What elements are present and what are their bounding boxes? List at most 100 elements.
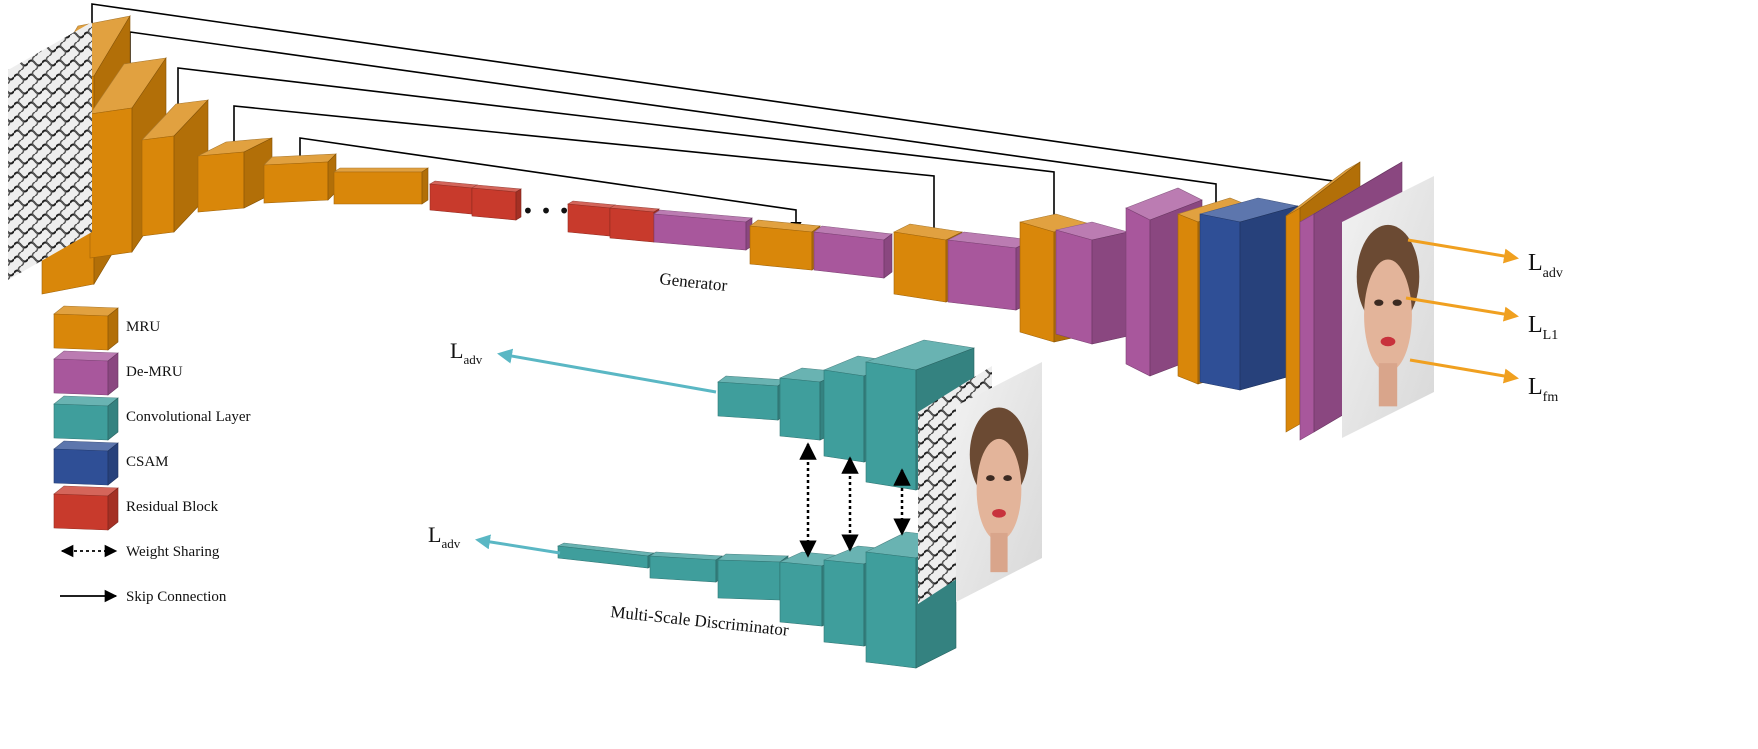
conv-layer-block-front <box>717 381 779 421</box>
ellipsis: • • • <box>522 199 570 223</box>
skip-connection-line <box>299 137 802 234</box>
discriminator-label: Multi-Scale Discriminator <box>610 602 790 640</box>
conv-layer-block-front <box>865 551 917 669</box>
output-face-image <box>1342 176 1434 438</box>
generator-loss-arrows <box>1405 238 1519 384</box>
mru-block-front <box>893 231 947 303</box>
legend-csam-swatch <box>53 440 119 486</box>
generator-label: Generator <box>659 269 729 295</box>
mru-block <box>333 167 429 205</box>
residual-block <box>471 184 522 221</box>
de-mru-block-front <box>1055 229 1093 345</box>
legend-demru-label: De-MRU <box>126 364 183 380</box>
legend-mru-swatch <box>53 305 119 351</box>
mru-block-front <box>141 135 175 237</box>
mru-block-front <box>1285 207 1301 433</box>
de-mru-block-side <box>883 233 893 279</box>
conv-layer-block <box>556 542 656 569</box>
loss-label-l1: LL1 <box>1528 312 1558 343</box>
disc-bottom-loss-label: Ladv <box>428 522 461 551</box>
conv-layer-block-front <box>865 361 917 491</box>
disc-top-loss-arrow <box>497 348 717 394</box>
mru-block-front <box>749 225 813 271</box>
mru-block <box>89 57 167 259</box>
conv-layer-block <box>717 553 789 601</box>
legend-csam-swatch-front <box>53 448 109 486</box>
de-mru-block <box>653 209 753 251</box>
residual-block-side <box>515 188 522 221</box>
residual-block-front <box>429 183 473 215</box>
skip-connection-line <box>233 105 940 242</box>
skip-connection-line <box>177 67 1060 238</box>
de-mru-block <box>1055 221 1129 345</box>
mru-block <box>197 137 273 213</box>
legend-mru-swatch-side <box>107 307 119 351</box>
mru-block <box>141 99 209 237</box>
mru-block-side <box>421 167 429 205</box>
legend-mru-swatch-front <box>53 313 109 351</box>
legend-residual-swatch <box>53 485 119 531</box>
loss-label-fm: Lfm <box>1528 374 1558 405</box>
mru-block <box>263 153 337 204</box>
mru-block-front <box>89 107 133 259</box>
conv-layer-block-front <box>779 377 821 441</box>
legend-demru-swatch-side <box>107 352 119 396</box>
residual-block-front <box>471 187 517 221</box>
legend-weight-sharing-label: Weight Sharing <box>126 544 220 560</box>
legend-residual-label: Residual Block <box>126 499 219 515</box>
residual-block <box>567 200 616 237</box>
de-mru-block-front <box>1125 207 1151 377</box>
csam-block <box>1199 197 1299 391</box>
legend-conv-swatch-front <box>53 403 109 441</box>
disc-bottom-loss-arrow <box>475 534 561 555</box>
legend-conv-label: Convolutional Layer <box>126 409 251 425</box>
disc-top-loss-label: Ladv <box>450 338 483 367</box>
residual-block <box>429 180 478 215</box>
mru-block-front <box>263 161 329 204</box>
conv-layer-block-front <box>823 559 865 647</box>
legend-residual-swatch-front <box>53 493 109 531</box>
mru-block-front <box>1177 213 1199 385</box>
weight-sharing-arrows <box>799 442 911 558</box>
residual-block-front <box>567 203 611 237</box>
de-mru-block-front <box>813 231 885 279</box>
de-mru-block-side <box>1091 231 1129 345</box>
legend-mru-label: MRU <box>126 319 160 335</box>
de-mru-block <box>946 231 1034 311</box>
residual-block <box>609 204 660 243</box>
de-mru-block-front <box>1299 213 1315 441</box>
conv-layer-block <box>717 375 787 421</box>
legend-demru-swatch <box>53 350 119 396</box>
loss-label-adv: Ladv <box>1528 250 1563 281</box>
conv-layer-block-front <box>649 555 717 583</box>
legend-residual-swatch-side <box>107 487 119 531</box>
discriminator-face-image <box>956 362 1042 602</box>
mru-block-front <box>1019 221 1055 343</box>
loss-arrow-l1 <box>1405 296 1519 322</box>
conv-layer-block-front <box>779 561 823 627</box>
conv-layer-block-front <box>823 369 865 463</box>
legend-skip-label: Skip Connection <box>126 589 227 605</box>
residual-block-front <box>609 207 655 243</box>
de-mru-block-front <box>947 239 1017 311</box>
conv-layer-block-front <box>717 559 781 601</box>
mru-block-front <box>197 151 245 213</box>
legend-demru-swatch-front <box>53 358 109 396</box>
mru-block-front <box>333 171 423 205</box>
legend-conv-swatch <box>53 395 119 441</box>
discriminator-blocks <box>556 339 976 669</box>
loss-arrow-fm <box>1409 358 1519 384</box>
generator-blocks <box>41 14 1403 441</box>
legend-csam-label: CSAM <box>126 454 169 470</box>
input-sketch-image <box>8 22 92 280</box>
legend-csam-swatch-side <box>107 442 119 486</box>
conv-layer-block <box>649 551 723 583</box>
loss-arrow-adv <box>1407 238 1519 264</box>
de-mru-block <box>813 225 893 279</box>
legend-conv-swatch-side <box>107 397 119 441</box>
csam-block-front <box>1199 213 1241 391</box>
mru-block <box>749 219 821 271</box>
mru-block-top <box>333 167 429 173</box>
